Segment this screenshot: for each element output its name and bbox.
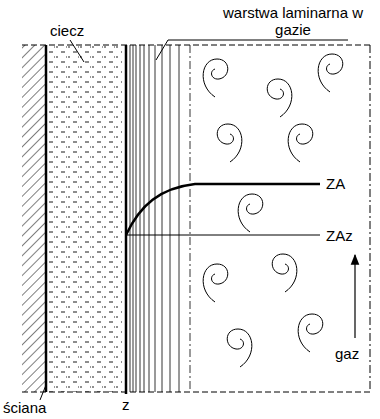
laminar-line [140,45,141,392]
laminar-line [149,45,150,392]
laminar-line [130,45,131,392]
eddy [203,59,228,97]
turbulent-eddies [203,54,343,367]
laminar-line [162,45,163,392]
eddy [267,79,292,117]
laminar-line [144,45,145,392]
eddy [203,264,228,302]
layer-label: warstwa laminarna w gazie [218,4,368,38]
leader-line [40,385,46,400]
concentration-profile [126,184,320,235]
concentration-label: ZA [326,175,345,192]
right-boundary [370,45,371,392]
eddy [217,124,242,162]
laminar-boundary [190,45,191,392]
laminar-line [155,45,156,392]
bottom-boundary [22,392,370,393]
gas-flow-arrow [354,255,355,338]
liquid-film [48,45,122,392]
leader-line [70,40,84,62]
wall-line [45,45,48,392]
liquid-label: ciecz [50,22,84,39]
eddy [227,329,252,367]
leader-line [156,40,348,60]
laminar-line [170,45,171,392]
interface-concentration-line [126,235,320,236]
eddy [272,254,297,292]
interface-line [125,45,128,394]
eddy [238,194,263,232]
gas-label: gaz [335,345,359,362]
eddy [298,314,323,352]
concentration-label: ZAz [326,227,353,244]
wall-hatching [22,45,45,392]
laminar-line [179,45,180,392]
eddy [288,124,313,162]
laminar-line [133,45,134,392]
wall-label: ściana [3,399,46,416]
eddy [318,54,343,92]
top-boundary [22,45,370,46]
axis-label: z [122,396,130,413]
laminar-layer-lines [130,45,179,392]
